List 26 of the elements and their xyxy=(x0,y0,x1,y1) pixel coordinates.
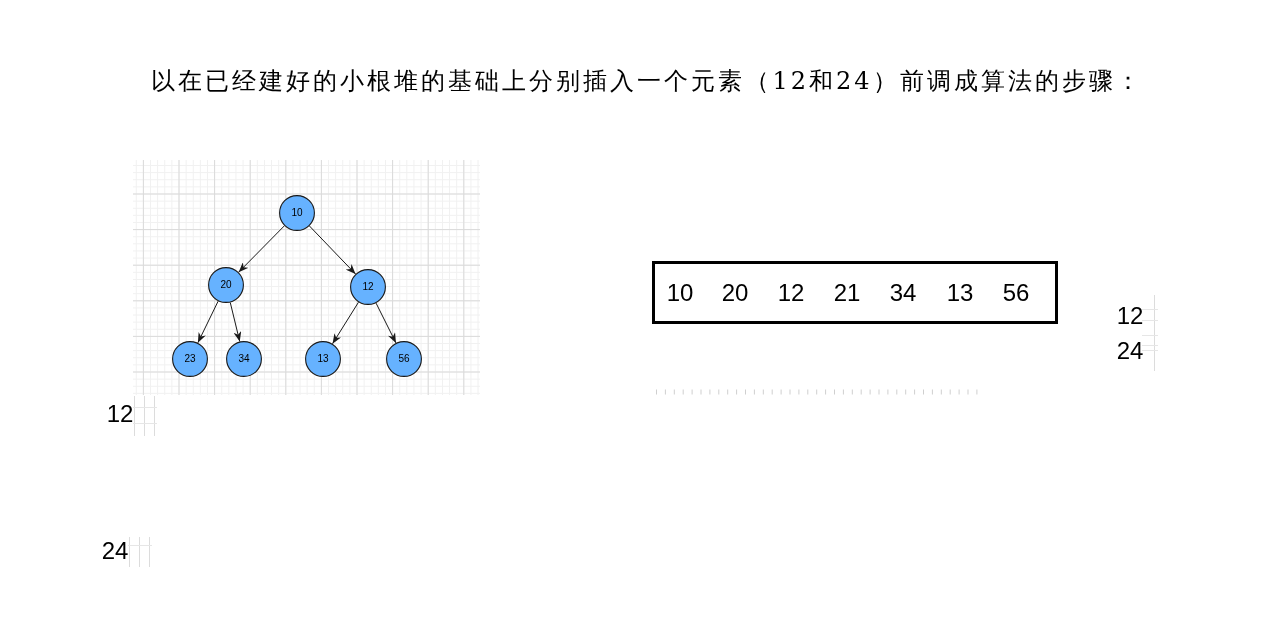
number-label: 12 xyxy=(1116,303,1144,329)
number-label: 24 xyxy=(1116,338,1144,364)
title: 以在已经建好的小根堆的基础上分别插入一个元素（12和24）前调成算法的步骤： xyxy=(151,66,1143,97)
heap-node: 10 xyxy=(279,195,315,231)
array-value: 56 xyxy=(1002,278,1030,308)
arrow xyxy=(229,302,242,342)
arrow xyxy=(197,300,219,344)
arrow xyxy=(332,301,359,345)
arrow xyxy=(308,225,357,275)
heap-node: 23 xyxy=(172,341,208,377)
array-value: 21 xyxy=(833,278,861,308)
heap-node: 56 xyxy=(386,341,422,377)
array-value: 12 xyxy=(777,278,805,308)
number-label: 12 xyxy=(106,401,134,427)
heap-node: 12 xyxy=(350,269,386,305)
arrow xyxy=(375,302,397,344)
heap-node: 20 xyxy=(208,267,244,303)
array-value: 20 xyxy=(721,278,749,308)
array-value: 34 xyxy=(889,278,917,308)
heap-node: 34 xyxy=(226,341,262,377)
array-value: 10 xyxy=(666,278,694,308)
number-label: 24 xyxy=(101,538,129,564)
arrow xyxy=(238,225,285,273)
array-value: 13 xyxy=(946,278,974,308)
array-box xyxy=(652,261,1058,324)
heap-node: 13 xyxy=(305,341,341,377)
